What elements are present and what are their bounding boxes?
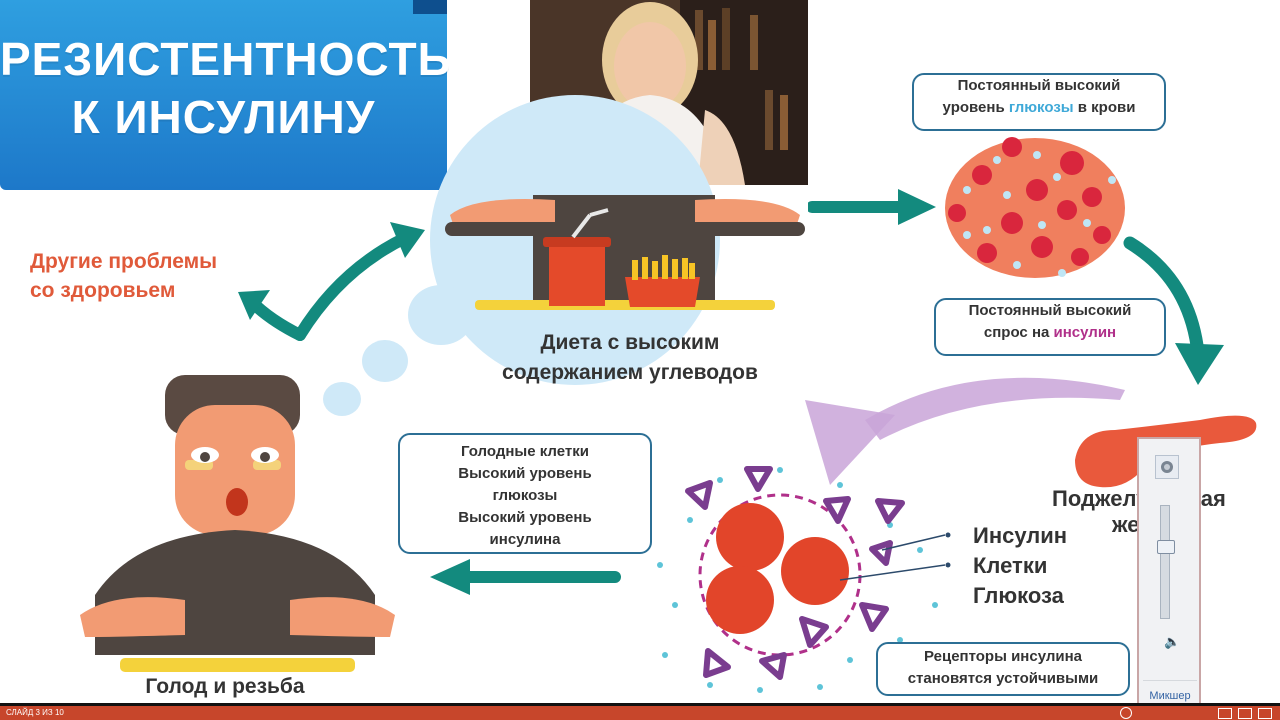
- cycle-arrow-left: [238, 222, 425, 341]
- diet-caption-line-2: содержанием углеводов: [502, 361, 758, 384]
- receptors-box: Рецепторы инсулина становятся устойчивым…: [876, 642, 1130, 696]
- thought-bubble-small: [323, 382, 361, 416]
- speaker-device-icon[interactable]: [1155, 455, 1179, 479]
- insulin-box-pre: спрос на: [983, 324, 1054, 341]
- hungry-box-line-5: инсулина: [489, 531, 561, 548]
- other-problems-line-2: со здоровьем: [30, 279, 176, 302]
- status-bar: [0, 706, 1280, 720]
- thought-bubble-large: [408, 285, 474, 345]
- hungry-box-line-4: Высокий уровень: [458, 509, 592, 526]
- normal-view-icon[interactable]: [1218, 708, 1232, 719]
- glucose-box-post: в крови: [1073, 99, 1136, 116]
- banner-fold: [413, 0, 447, 14]
- arrow-to-hungry-person: [430, 559, 621, 595]
- volume-slider-thumb[interactable]: [1157, 540, 1175, 554]
- blood-glucose-illustration: [945, 137, 1125, 278]
- insulin-word: инсулин: [1053, 324, 1117, 341]
- other-problems-line-1: Другие проблемы: [30, 250, 218, 273]
- thought-bubble-medium: [362, 340, 408, 382]
- legend-insulin: Инсулин: [973, 523, 1068, 548]
- insulin-demand-box: Постоянный высокий спрос на инсулин: [934, 298, 1166, 356]
- arrow-to-pancreas: [1123, 236, 1224, 385]
- volume-slider[interactable]: [1160, 505, 1170, 619]
- diet-person-illustration: [445, 185, 805, 310]
- legend: Инсулин Клетки Глюкоза: [973, 521, 1067, 611]
- insulin-flow-arrow: [805, 377, 1125, 485]
- title-line-2: К ИНСУЛИНУ: [71, 91, 376, 143]
- accessibility-icon[interactable]: [1120, 707, 1132, 719]
- legend-glucose: Глюкоза: [973, 583, 1064, 608]
- diet-caption: Диета с высоким содержанием углеводов: [440, 328, 820, 388]
- glucose-box-pre: уровень: [942, 99, 1009, 116]
- hungry-cells-box: Голодные клетки Высокий уровень глюкозы …: [398, 433, 652, 554]
- slide-title: РЕЗИСТЕНТНОСТЬ К ИНСУЛИНУ: [0, 30, 452, 146]
- other-problems-label: Другие проблемы со здоровьем: [30, 247, 217, 305]
- reading-view-icon[interactable]: [1258, 708, 1272, 719]
- cells-cluster-illustration: [657, 466, 951, 693]
- volume-divider: [1143, 680, 1197, 681]
- title-banner: [0, 0, 447, 190]
- speaker-icon[interactable]: 🔈: [1164, 634, 1181, 649]
- glucose-box-line-1: Постоянный высокий: [957, 77, 1121, 94]
- receptors-line-2: становятся устойчивыми: [907, 670, 1099, 687]
- slide-counter: СЛАЙД 3 ИЗ 10: [6, 708, 64, 717]
- hungry-box-line-1: Голодные клетки: [461, 443, 589, 460]
- legend-cells: Клетки: [973, 553, 1048, 578]
- diet-caption-line-1: Диета с высоким: [540, 331, 720, 354]
- insulin-box-line-2: спрос на инсулин: [936, 322, 1164, 344]
- glucose-word: глюкозы: [1008, 99, 1074, 116]
- taskbar-edge: [0, 703, 1280, 706]
- arrow-to-glucose: [808, 189, 936, 225]
- hunger-caption: Голод и резьба: [145, 675, 305, 698]
- receptors-line-1: Рецепторы инсулина: [924, 648, 1082, 665]
- title-line-1: РЕЗИСТЕНТНОСТЬ: [0, 33, 452, 85]
- glucose-box: Постоянный высокий уровень глюкозы в кро…: [912, 73, 1166, 131]
- hungry-box-line-3: глюкозы: [492, 487, 558, 504]
- glucose-box-line-2: уровень глюкозы в крови: [914, 97, 1164, 119]
- hungry-person-illustration: [80, 375, 395, 672]
- slide-sorter-icon[interactable]: [1238, 708, 1252, 719]
- mixer-link[interactable]: Микшер: [1149, 690, 1191, 702]
- hungry-box-line-2: Высокий уровень: [458, 465, 592, 482]
- insulin-box-line-1: Постоянный высокий: [968, 302, 1132, 319]
